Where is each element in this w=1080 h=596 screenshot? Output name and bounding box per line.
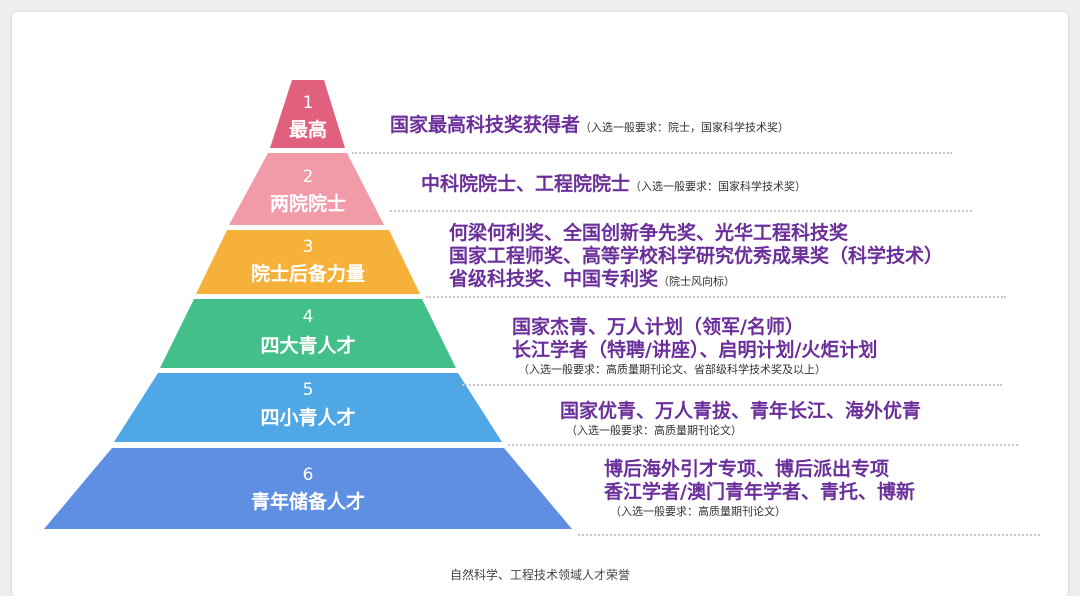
tier-2-name: 两院院士 bbox=[270, 192, 346, 215]
tier-4-line-2: 长江学者（特聘/讲座）、启明计划/火炬计划 bbox=[512, 339, 878, 361]
tier-3-line-3: 省级科技奖、中国专利奖 bbox=[449, 268, 659, 290]
tier-2-note: （入选一般要求：国家科学技术奖） bbox=[630, 180, 807, 193]
tier-2-line-1: 中科院院士、工程院院士 bbox=[421, 173, 631, 195]
tier-6-line-2: 香江学者/澳门青年学者、青托、博新 bbox=[604, 481, 915, 503]
tier-5-number: 5 bbox=[303, 380, 314, 400]
divider-2 bbox=[390, 210, 972, 212]
tier-1: 1 最高 bbox=[270, 80, 345, 148]
tier-1-name: 最高 bbox=[289, 118, 327, 141]
tier-6-description: 博后海外引才专项、博后派出专项 香江学者/澳门青年学者、青托、博新 （入选一般要… bbox=[604, 458, 915, 519]
tier-3-line-1: 何梁何利奖、全国创新争先奖、光华工程科技奖 bbox=[449, 222, 849, 244]
tier-5-note: （入选一般要求：高质量期刊论文） bbox=[566, 424, 742, 437]
tier-6-line-1: 博后海外引才专项、博后派出专项 bbox=[604, 458, 890, 480]
tier-1-description: 国家最高科技奖获得者（入选一般要求：院士，国家科学技术奖） bbox=[390, 114, 789, 137]
tier-4-note: （入选一般要求：高质量期刊论文、省部级科学技术奖及以上） bbox=[518, 363, 826, 376]
tier-5-band bbox=[114, 373, 502, 442]
tier-2: 2 两院院士 bbox=[229, 153, 384, 225]
tier-2-band bbox=[229, 153, 384, 225]
tier-5-line-1: 国家优青、万人青拔、青年长江、海外优青 bbox=[560, 400, 922, 422]
figure-caption: 自然科学、工程技术领域人才荣誉 bbox=[449, 568, 630, 582]
tier-4-band bbox=[160, 299, 456, 368]
tier-4: 4 四大青人才 bbox=[160, 299, 456, 368]
tier-6-name: 青年储备人才 bbox=[251, 490, 365, 513]
tier-1-number: 1 bbox=[303, 93, 314, 113]
tier-2-description: 中科院院士、工程院院士（入选一般要求：国家科学技术奖） bbox=[421, 173, 806, 196]
tier-5-name: 四小青人才 bbox=[260, 406, 355, 429]
tier-3-number: 3 bbox=[303, 237, 314, 257]
divider-3 bbox=[426, 296, 1006, 298]
tier-1-line-1: 国家最高科技奖获得者 bbox=[390, 114, 581, 136]
tier-1-note: （入选一般要求：院士，国家科学技术奖） bbox=[580, 121, 790, 134]
tier-1-band bbox=[270, 80, 345, 148]
divider-1 bbox=[352, 152, 952, 154]
tier-6: 6 青年储备人才 bbox=[44, 448, 572, 529]
tier-6-note: （入选一般要求：高质量期刊论文） bbox=[610, 505, 786, 518]
tier-4-description: 国家杰青、万人计划（领军/名师） 长江学者（特聘/讲座）、启明计划/火炬计划 （… bbox=[512, 316, 877, 377]
tier-4-line-1: 国家杰青、万人计划（领军/名师） bbox=[512, 316, 804, 338]
tier-5-description: 国家优青、万人青拔、青年长江、海外优青 （入选一般要求：高质量期刊论文） bbox=[560, 400, 921, 438]
tier-2-number: 2 bbox=[303, 167, 314, 187]
tier-4-number: 4 bbox=[303, 307, 314, 327]
divider-4 bbox=[462, 384, 1002, 386]
tier-3: 3 院士后备力量 bbox=[196, 230, 420, 294]
tier-6-number: 6 bbox=[303, 465, 314, 485]
tier-4-name: 四大青人才 bbox=[260, 334, 355, 357]
tier-5: 5 四小青人才 bbox=[114, 373, 502, 442]
tier-3-band bbox=[196, 230, 420, 294]
tier-3-line-2: 国家工程师奖、高等学校科学研究优秀成果奖（科学技术） bbox=[449, 245, 944, 267]
tier-6-band bbox=[44, 448, 572, 529]
tier-3-description: 何梁何利奖、全国创新争先奖、光华工程科技奖 国家工程师奖、高等学校科学研究优秀成… bbox=[449, 222, 943, 291]
divider-5 bbox=[508, 444, 1018, 446]
tier-3-note: （院士风向标） bbox=[658, 275, 736, 288]
divider-6 bbox=[578, 534, 1040, 536]
tier-3-name: 院士后备力量 bbox=[251, 262, 365, 285]
